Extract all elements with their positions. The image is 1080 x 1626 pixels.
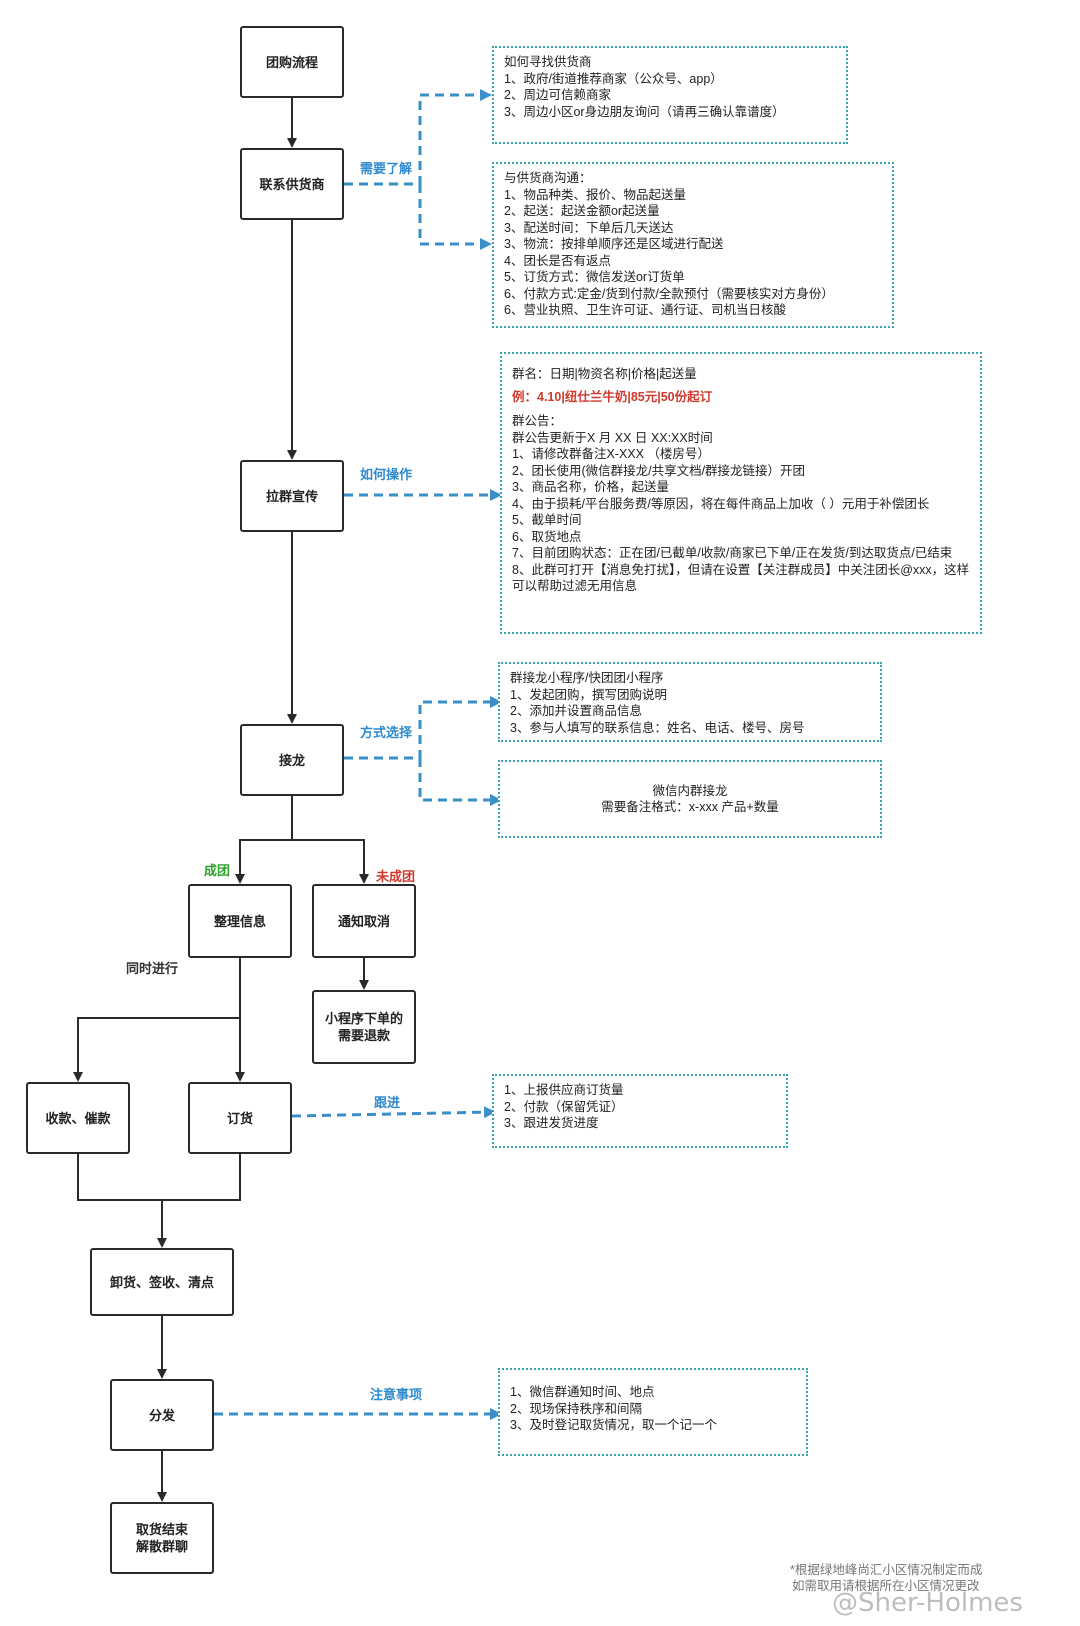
note-line: 8、此群可打开【消息免打扰】，但请在设置【关注群成员】中关注团长@xxx，这样可… bbox=[512, 562, 970, 594]
label-how-operate: 如何操作 bbox=[360, 467, 413, 482]
note-line: 需要备注格式：x-xxx 产品+数量 bbox=[601, 800, 779, 814]
arrow-jielong-cancel bbox=[292, 839, 369, 884]
note-line: 微信内群接龙 bbox=[652, 783, 728, 798]
footer-note-2: 如需取用请根据所在小区情况更改 bbox=[792, 1579, 980, 1593]
label-method: 方式选择 bbox=[360, 725, 413, 740]
note-line: 3、配送时间：下单后几天送达 bbox=[504, 220, 674, 235]
node-cancel: 通知取消 bbox=[312, 884, 416, 958]
note-line: 2、周边可信赖商家 bbox=[504, 88, 611, 102]
watermark: @Sher-Holmes bbox=[832, 1588, 1023, 1618]
node-organize: 整理信息 bbox=[188, 884, 292, 958]
node-unload: 卸货、签收、清点 bbox=[90, 1248, 234, 1316]
dashed-supplier-find bbox=[344, 89, 492, 186]
note-attention: 1、微信群通知时间、地点 2、现场保持秩序和间隔 3、及时登记取货情况，取一个记… bbox=[498, 1368, 808, 1456]
note-wechat-jielong: 微信内群接龙 需要备注格式：x-xxx 产品+数量 bbox=[498, 760, 882, 838]
arrow-jielong-organize bbox=[235, 796, 293, 884]
note-line: 1、发起团购，撰写团购说明 bbox=[510, 687, 667, 702]
note-line: 6、营业执照、卫生许可证、通行证、司机当日核酸 bbox=[504, 303, 786, 317]
label-follow: 跟进 bbox=[374, 1095, 401, 1110]
dashed-order-follow bbox=[291, 1106, 496, 1119]
note-line: 1、微信群通知时间、地点 bbox=[510, 1385, 655, 1399]
node-group: 拉群宣传 bbox=[240, 460, 344, 532]
arrow-organize-collect bbox=[73, 1017, 240, 1082]
note-line: 7、目前团购状态：正在团/已截单/收款/商家已下单/正在发货/到达取货点/已结束 bbox=[512, 546, 953, 560]
note-line: 1、政府/街道推荐商家（公众号、app） bbox=[504, 71, 723, 86]
note-line: 3、周边小区or身边朋友询问（请再三确认靠谱度） bbox=[504, 104, 785, 119]
note-line: 1、上报供应商订货量 bbox=[504, 1083, 624, 1097]
node-order: 订货 bbox=[188, 1082, 292, 1154]
note-line: 4、由于损耗/平台服务费/等原因，将在每件商品上加收（ ）元用于补偿团长 bbox=[512, 496, 930, 511]
node-collect: 收款、催款 bbox=[26, 1082, 130, 1154]
note-communicate: 与供货商沟通： 1、物品种类、报价、物品起送量 2、起送：起送金额or起送量 3… bbox=[492, 162, 894, 328]
note-line: 3、商品名称，价格，起送量 bbox=[512, 480, 669, 494]
node-jielong: 接龙 bbox=[240, 724, 344, 796]
note-line: 群公告： bbox=[512, 414, 563, 428]
note-line: 6、取货地点 bbox=[512, 529, 582, 544]
note-line: 如何寻找供货商 bbox=[504, 55, 592, 69]
label-success: 成团 bbox=[204, 863, 231, 878]
label-attention: 注意事项 bbox=[370, 1387, 423, 1402]
note-line: 2、现场保持秩序和间隔 bbox=[510, 1401, 642, 1416]
node-distribute: 分发 bbox=[110, 1379, 214, 1451]
node-supplier: 联系供货商 bbox=[240, 148, 344, 220]
note-line: 6、付款方式:定金/货到付款/全款预付（需要核实对方身份） bbox=[504, 286, 834, 301]
note-find-supplier: 如何寻找供货商 1、政府/街道推荐商家（公众号、app） 2、周边可信赖商家 3… bbox=[492, 46, 848, 144]
note-line: 2、添加并设置商品信息 bbox=[510, 704, 642, 718]
note-line: 3、及时登记取货情况，取一个记一个 bbox=[510, 1418, 717, 1432]
note-line: 1、物品种类、报价、物品起送量 bbox=[504, 187, 686, 202]
note-line: 1、请修改群备注X-XXX （楼房号） bbox=[512, 447, 710, 461]
note-line: 群公告更新于X 月 XX 日 XX:XX时间 bbox=[512, 430, 713, 445]
note-line: 4、团长是否有返点 bbox=[504, 253, 611, 268]
merge-collect-order bbox=[77, 1152, 241, 1201]
group-name-example: 例：4.10|纽仕兰牛奶|85元|50份起订 bbox=[512, 389, 713, 404]
note-follow-up: 1、上报供应商订货量 2、付款（保留凭证） 3、跟进发货进度 bbox=[492, 1074, 788, 1148]
note-line: 5、截单时间 bbox=[512, 513, 582, 527]
note-line: 3、物流：按排单顺序还是区域进行配送 bbox=[504, 237, 724, 251]
dashed-jielong-miniprogram bbox=[344, 696, 502, 760]
note-line: 群接龙小程序/快团团小程序 bbox=[510, 671, 664, 685]
note-line: 2、付款（保留凭证） bbox=[504, 1099, 624, 1114]
footer-note-1: *根据绿地峰尚汇小区情况制定而成 bbox=[790, 1563, 983, 1577]
note-line: 2、起送：起送金额or起送量 bbox=[504, 204, 660, 218]
note-announcement: 群名：日期|物资名称|价格|起送量 例：4.10|纽仕兰牛奶|85元|50份起订… bbox=[500, 352, 982, 634]
note-line: 5、订货方式：微信发送or订货单 bbox=[504, 270, 685, 284]
note-line: 2、团长使用(微信群接龙/共享文档/群接龙链接）开团 bbox=[512, 463, 806, 478]
label-simultaneous: 同时进行 bbox=[126, 961, 179, 976]
note-miniprogram: 群接龙小程序/快团团小程序 1、发起团购，撰写团购说明 2、添加并设置商品信息 … bbox=[498, 662, 882, 742]
dashed-supplier-communicate bbox=[418, 184, 492, 250]
note-line: 与供货商沟通： bbox=[504, 171, 592, 185]
note-line: 3、参与人填写的联系信息：姓名、电话、楼号、房号 bbox=[510, 720, 805, 735]
group-name-format: 群名：日期|物资名称|价格|起送量 bbox=[512, 367, 697, 381]
label-need-know: 需要了解 bbox=[360, 161, 413, 176]
dashed-jielong-wechat bbox=[418, 758, 502, 806]
label-fail: 未成团 bbox=[376, 869, 416, 884]
node-finish: 取货结束 解散群聊 bbox=[110, 1502, 214, 1574]
node-start: 团购流程 bbox=[240, 26, 344, 98]
note-line: 3、跟进发货进度 bbox=[504, 1116, 599, 1130]
node-refund: 小程序下单的 需要退款 bbox=[312, 990, 416, 1064]
